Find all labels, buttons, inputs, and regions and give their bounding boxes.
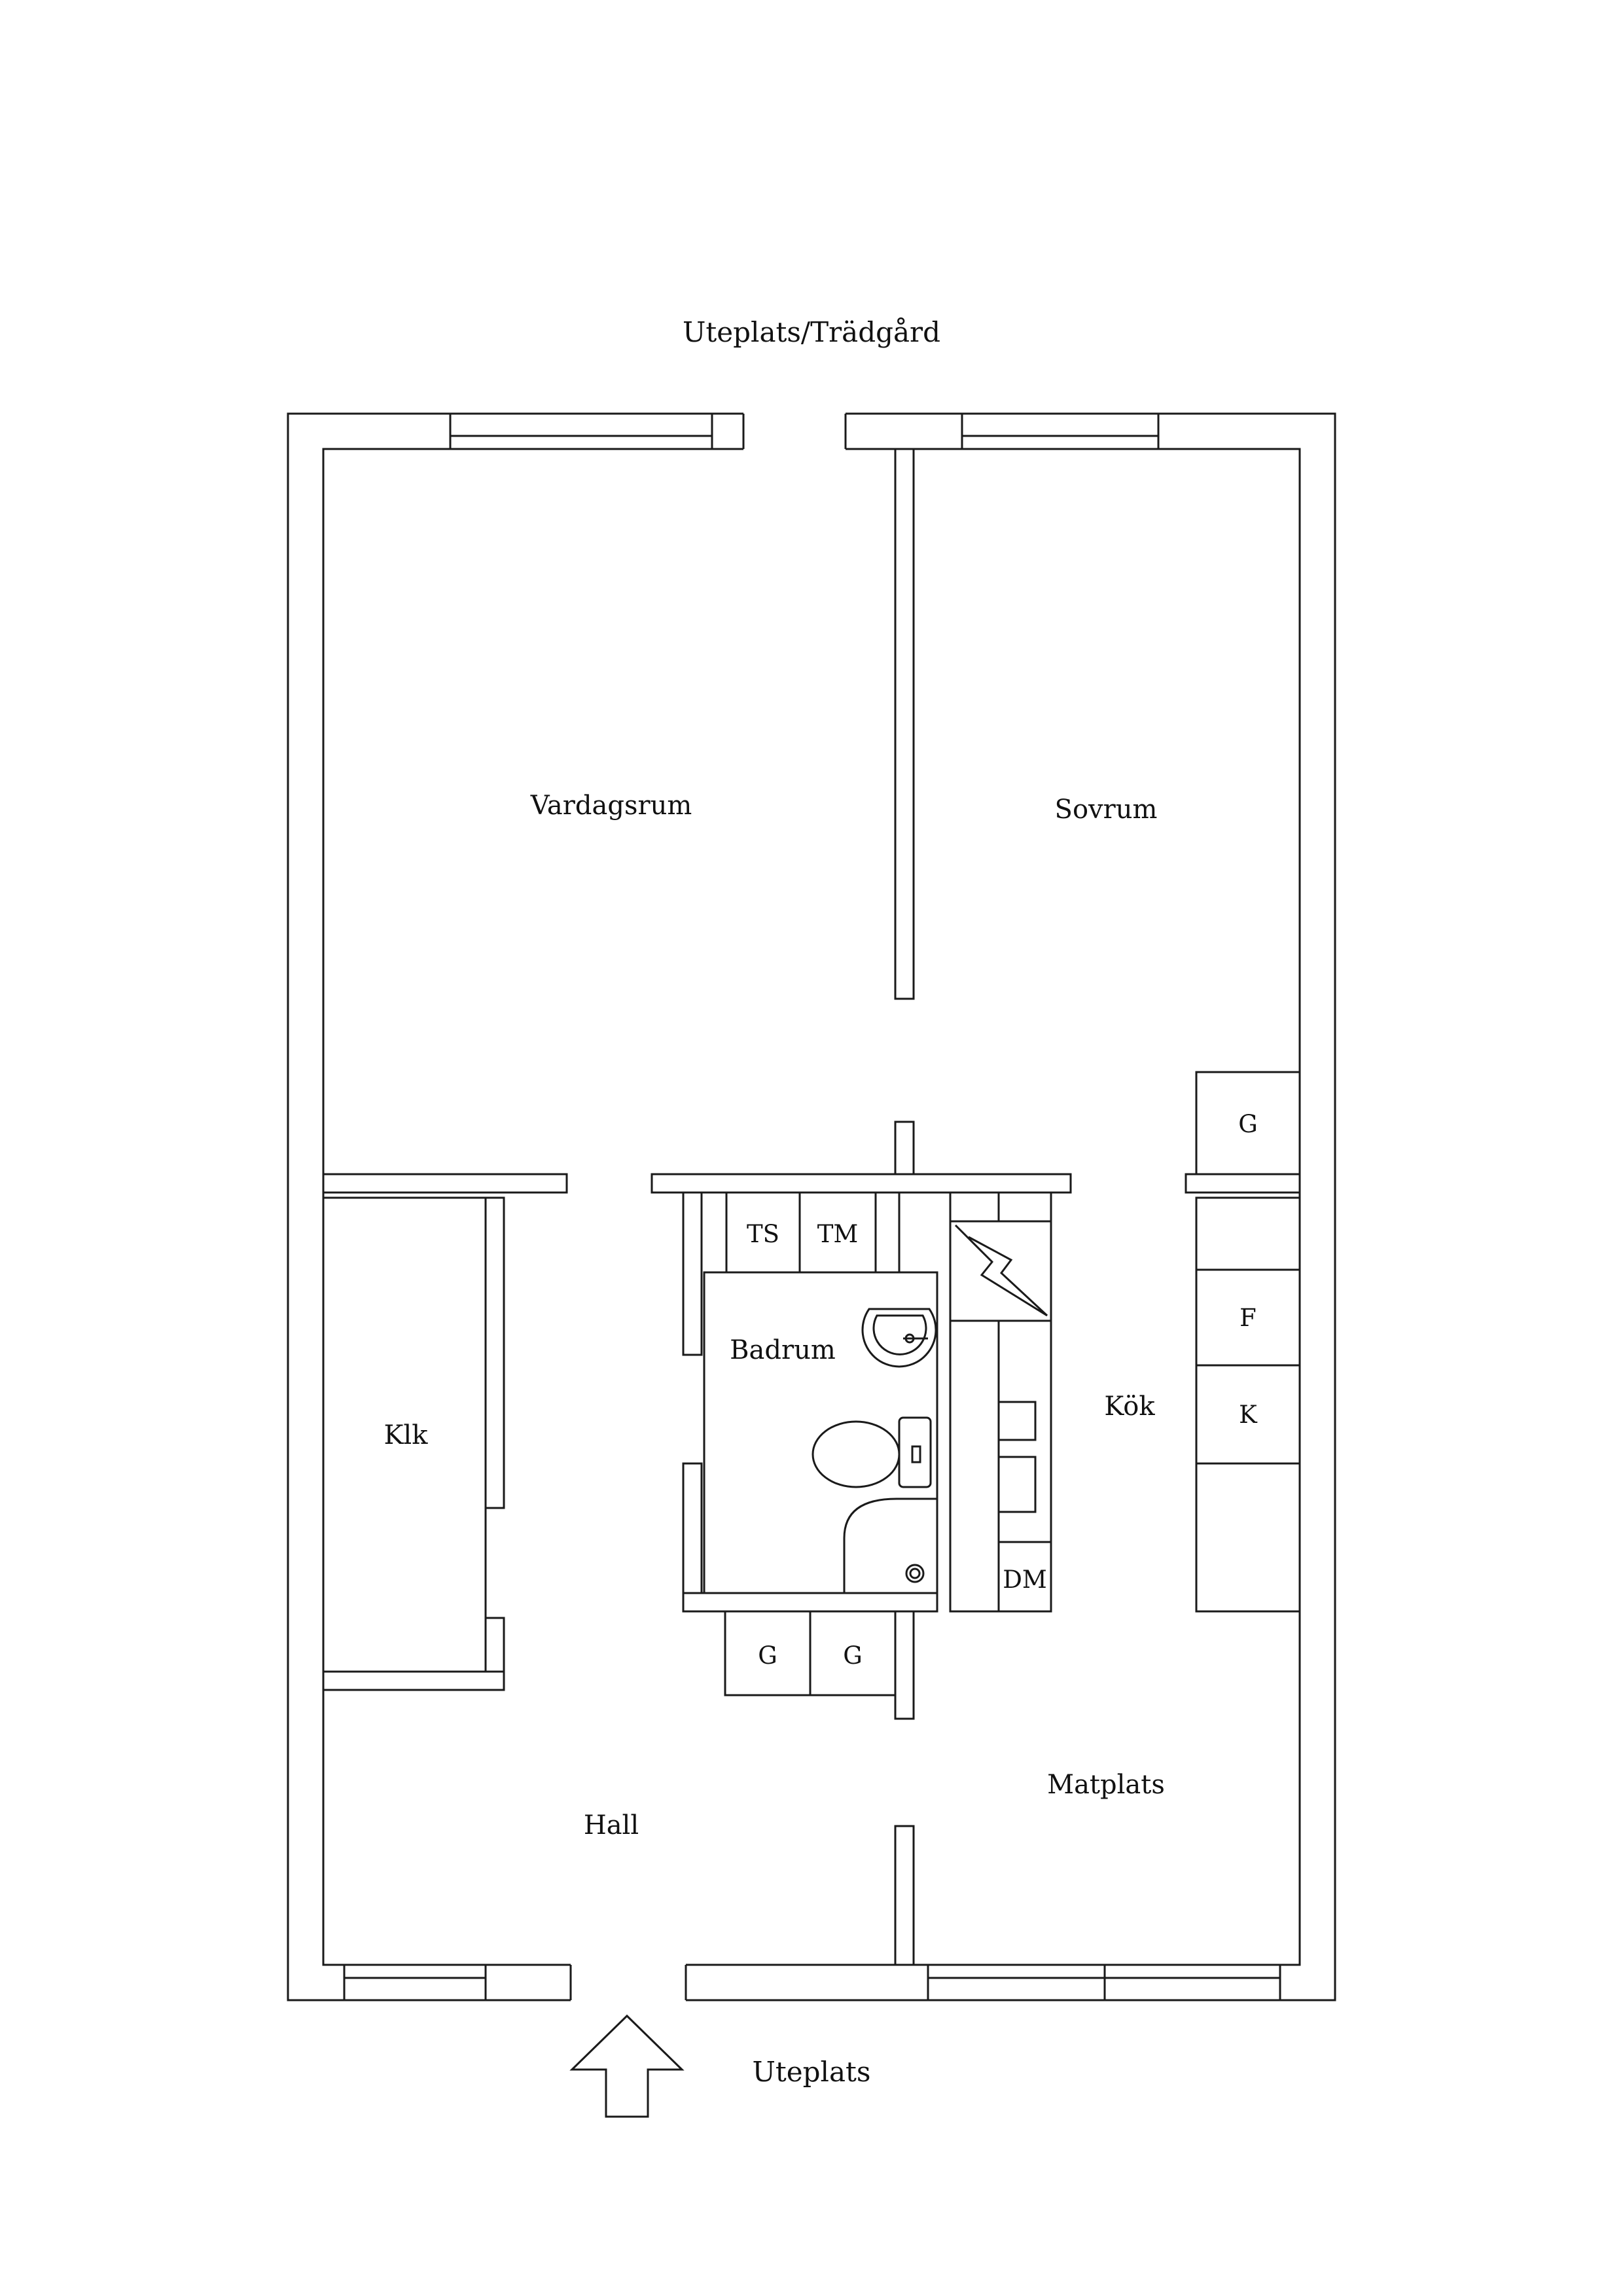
balcony-door-opening [742,412,847,452]
room-hall: Hall [584,1810,639,1840]
room-vardagsrum: Vardagsrum [530,791,692,821]
entrance-door-opening [569,1964,687,2003]
room-badrum: Badrum [730,1335,836,1365]
fixture-tm: TM [817,1220,859,1248]
stove [1195,1364,1301,1465]
room-sovrum: Sovrum [1055,795,1158,825]
shower-icon [843,1498,937,1593]
electrical-symbol-icon [954,1224,1048,1317]
toilet-icon [812,1416,932,1488]
fixture-dm: DM [1003,1566,1047,1594]
kitchen-drawer-2 [997,1456,1037,1513]
interior-walls [322,448,1301,1966]
fixture-f: F [1240,1304,1257,1332]
dishwasher [997,1541,1052,1613]
entrance-arrow-icon [569,2014,685,2118]
hall-wardrobes [724,1610,897,1696]
kitchen-fixtures [949,1071,1301,1613]
kitchen-drawer-1 [997,1401,1037,1441]
bedroom-wardrobe [1195,1071,1301,1175]
fixture-g-hall-1: G [758,1641,777,1670]
label-bottom-outside: Uteplats [753,2056,871,2088]
hall-wardrobe-2 [809,1610,897,1696]
room-matplats: Matplats [1047,1770,1165,1800]
fixture-ts: TS [747,1220,779,1248]
exterior-walls [287,412,1336,2001]
sink-icon [861,1308,937,1368]
fixture-g-hall-2: G [843,1641,863,1670]
room-kok: Kök [1104,1391,1155,1422]
bottom-windows [343,1964,1281,2001]
label-top-outside: Uteplats/Trädgård [683,316,940,348]
fixture-g-bedroom: G [1238,1110,1258,1138]
top-windows [449,412,1160,450]
room-klk: Klk [384,1420,429,1450]
bathroom-fixtures [725,1191,937,1593]
fixture-k: K [1239,1401,1258,1429]
